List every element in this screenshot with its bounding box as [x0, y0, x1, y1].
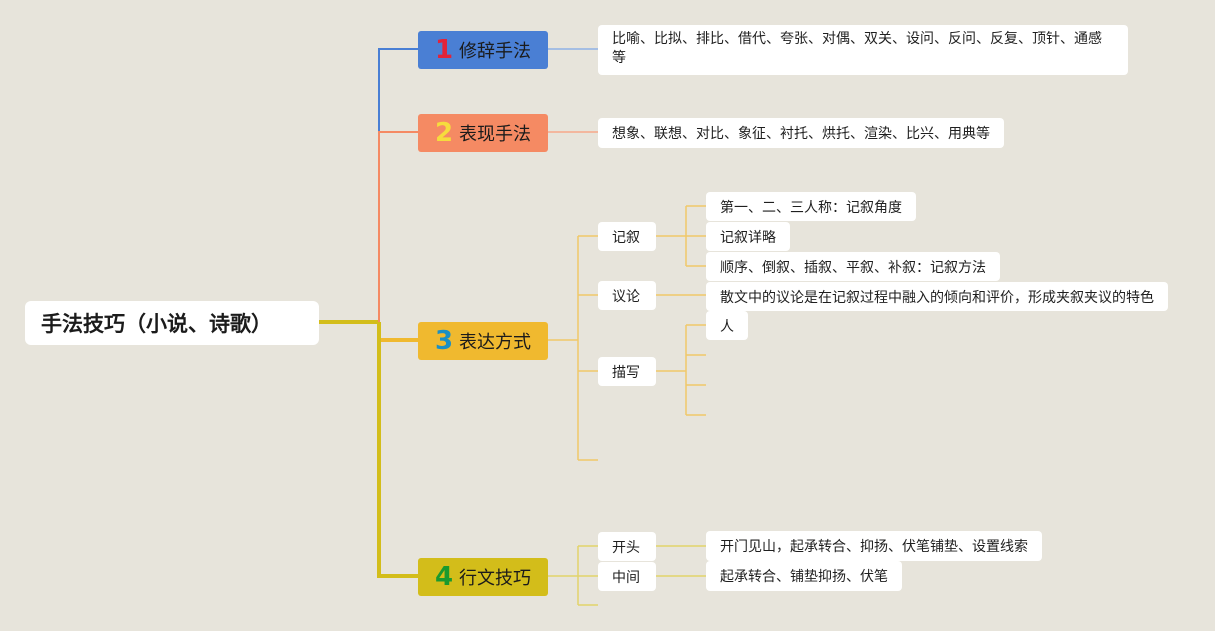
leaf-rhetoric-list[interactable]: 比喻、比拟、排比、借代、夸张、对偶、双关、设问、反问、反复、顶针、通感等 — [598, 25, 1128, 75]
leaf-narration-perspective[interactable]: 第一、二、三人称：记叙角度 — [706, 192, 916, 221]
connector-branch-1 — [378, 48, 418, 132]
sub-narration[interactable]: 记叙 — [598, 222, 656, 251]
leaf-narration-order[interactable]: 顺序、倒叙、插叙、平叙、补叙：记叙方法 — [706, 252, 1000, 281]
branch-expression[interactable]: 2 表现手法 — [418, 114, 548, 152]
branch-rhetoric[interactable]: 1 修辞手法 — [418, 31, 548, 69]
sub-opening[interactable]: 开头 — [598, 532, 656, 561]
sub-description[interactable]: 描写 — [598, 357, 656, 386]
root-topic[interactable]: 手法技巧（小说、诗歌） — [25, 301, 319, 345]
number-badge-3: 3 — [434, 326, 454, 356]
connector-branch-2 — [378, 131, 418, 322]
branch-label: 修辞手法 — [459, 41, 532, 62]
leaf-middle-techniques[interactable]: 起承转合、铺垫抑扬、伏笔 — [706, 561, 902, 591]
connector-branch-3 — [377, 322, 418, 342]
leaf-argument-note[interactable]: 散文中的议论是在记叙过程中融入的倾向和评价，形成夹叙夹议的特色 — [706, 282, 1168, 311]
number-badge-1: 1 — [434, 35, 454, 65]
leaf-narration-detail[interactable]: 记叙详略 — [706, 222, 790, 251]
branch-modes[interactable]: 3 表达方式 — [418, 322, 548, 360]
leaf-opening-techniques[interactable]: 开门见山，起承转合、抑扬、伏笔铺垫、设置线索 — [706, 531, 1042, 561]
branch-label: 表现手法 — [459, 124, 532, 145]
branch-label: 表达方式 — [459, 332, 532, 353]
number-badge-4: 4 — [434, 562, 454, 592]
number-badge-2: 2 — [434, 118, 454, 148]
branch-writing[interactable]: 4 行文技巧 — [418, 558, 548, 596]
leaf-expression-list[interactable]: 想象、联想、对比、象征、衬托、烘托、渲染、比兴、用典等 — [598, 118, 1004, 148]
leaf-description-person[interactable]: 人 — [706, 311, 748, 340]
branch-label: 行文技巧 — [459, 568, 532, 589]
connector-branch-4 — [377, 322, 418, 578]
sub-middle[interactable]: 中间 — [598, 562, 656, 591]
sub-argument[interactable]: 议论 — [598, 281, 656, 310]
